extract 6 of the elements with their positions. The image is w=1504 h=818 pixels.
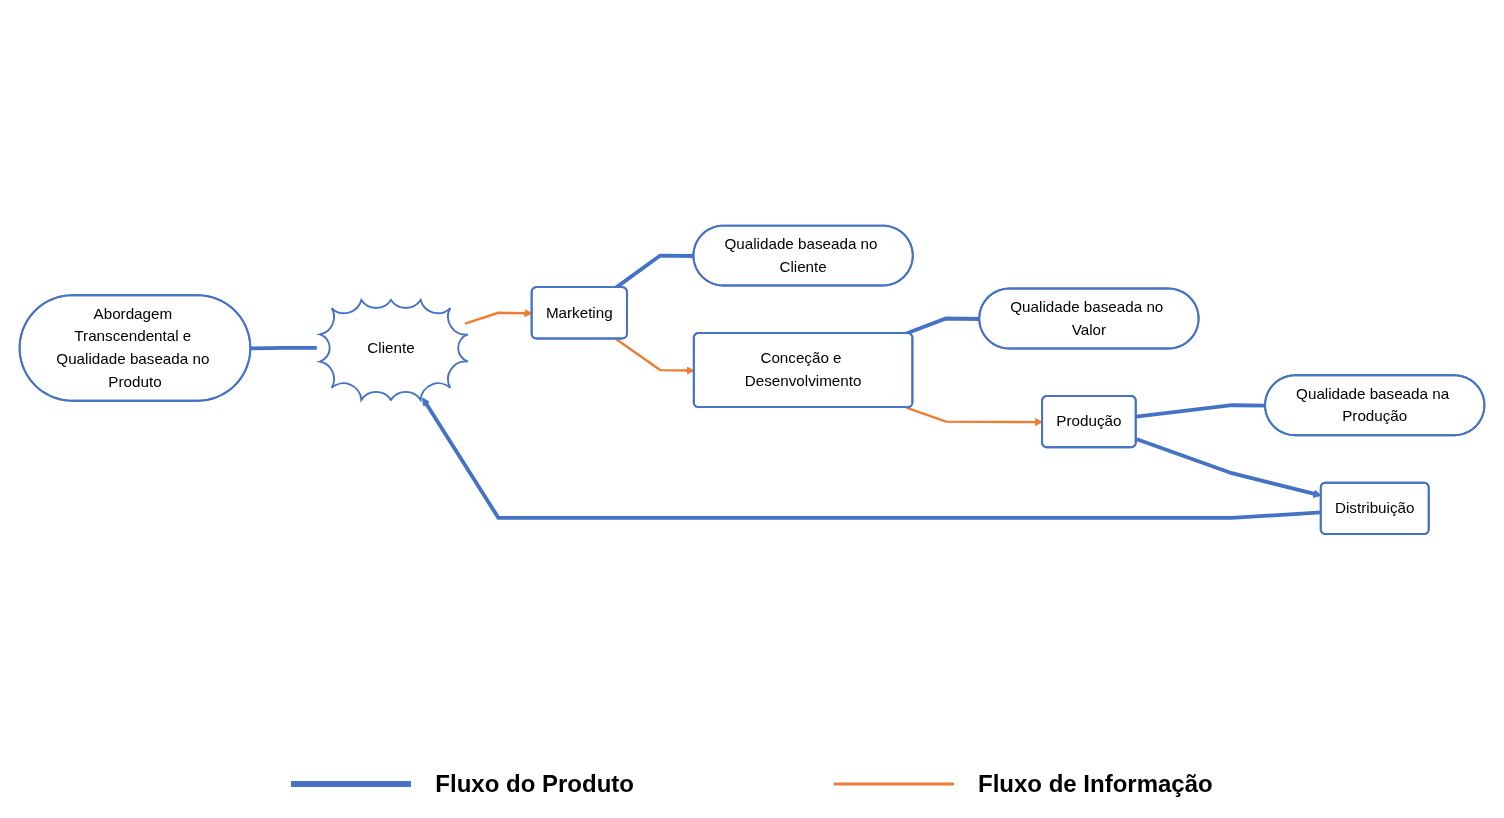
arrow (905, 406, 1043, 427)
connector (250, 346, 317, 351)
legend-text: Fluxo de Informação (977, 770, 1213, 798)
connector (1135, 403, 1266, 419)
legend-text: Fluxo do Produto (435, 770, 634, 798)
connector (905, 316, 980, 336)
